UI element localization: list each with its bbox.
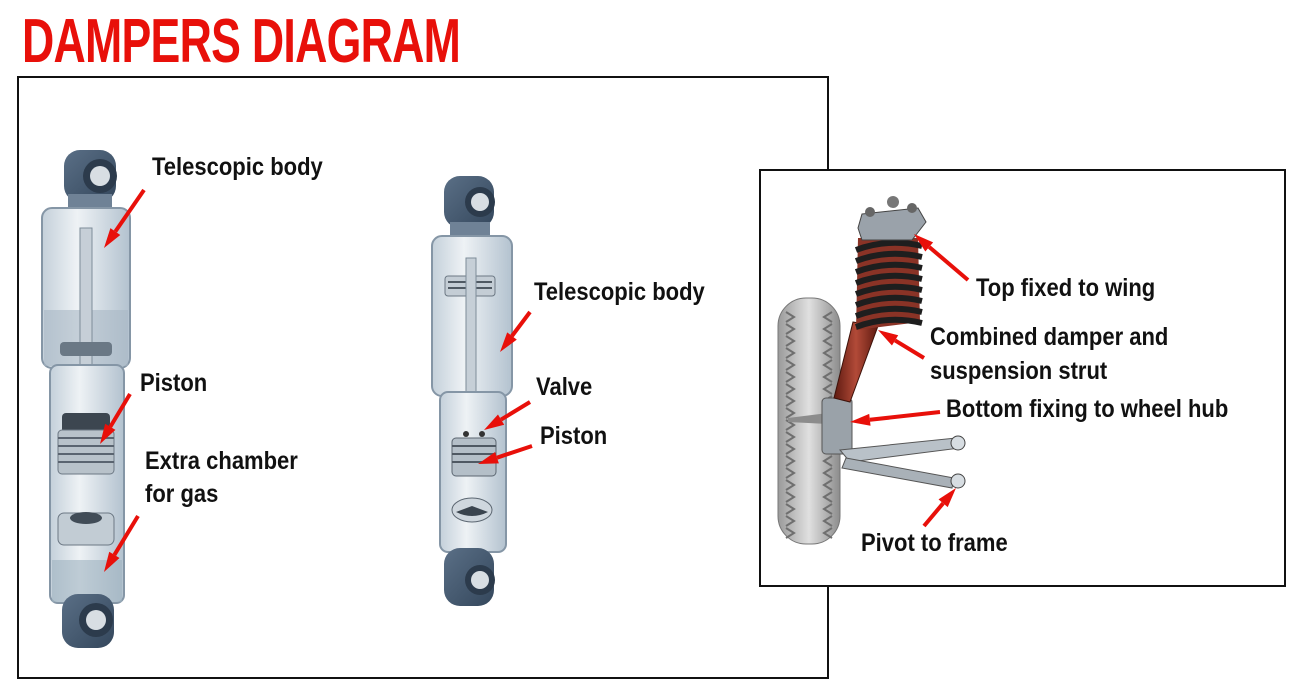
strut-top-arrow-shaft <box>927 245 970 282</box>
strut-top-mount <box>857 207 927 241</box>
strut-combined-arrow-shaft <box>894 338 926 360</box>
middle-telescopic-arrow-head <box>500 332 517 352</box>
left-extra-arrow-shaft <box>112 514 140 556</box>
label-middle-piston: Piston <box>540 422 608 450</box>
label-middle-valve: Valve <box>536 373 593 401</box>
label-pivot-frame: Pivot to frame <box>861 529 1008 557</box>
strut-tube <box>833 321 879 403</box>
strut-combined-arrow-head <box>878 330 899 346</box>
middle-valve <box>463 431 469 437</box>
left-damper-illustration <box>41 150 131 648</box>
strut-top-arrow-head <box>914 234 934 252</box>
label-left-piston: Piston <box>140 369 208 397</box>
page-title: DAMPERS DIAGRAM <box>22 7 461 76</box>
lower-wishbone <box>839 437 961 463</box>
left-telescopic-arrow-shaft <box>113 188 146 233</box>
middle-piston-arrow-head <box>478 451 499 464</box>
strut-bottom-arrow-head <box>850 413 871 426</box>
label-top-fixed: Top fixed to wing <box>976 274 1156 302</box>
middle-valve-arrow-shaft <box>500 400 532 422</box>
wheel-hub <box>821 397 853 455</box>
label-bottom-fixing: Bottom fixing to wheel hub <box>946 395 1229 423</box>
label-middle-telescopic-body: Telescopic body <box>534 278 705 306</box>
label-left-telescopic-body: Telescopic body <box>152 153 323 181</box>
label-left-extra-chamber: Extra chamber for gas <box>145 447 298 508</box>
wishbone-pivot-front <box>950 435 966 451</box>
dampers-panel <box>17 76 829 679</box>
left-piston <box>62 413 110 433</box>
strut-pivot-arrow-shaft <box>922 502 945 528</box>
left-piston-arrow-shaft <box>108 392 132 428</box>
strut-illustration <box>777 196 966 545</box>
strut-bottom-arrow-shaft <box>869 410 941 422</box>
wheel-hub-spindle <box>788 413 828 424</box>
middle-damper-illustration <box>431 176 513 606</box>
coil-spring <box>854 238 923 330</box>
left-piston-arrow-head <box>100 423 116 444</box>
callout-arrows <box>100 188 970 572</box>
left-extra-arrow-head <box>104 551 120 572</box>
middle-telescopic-arrow-shaft <box>510 310 532 338</box>
middle-valve-arrow-head <box>484 414 505 430</box>
wishbone-pivot-rear <box>950 473 966 489</box>
strut-pivot-arrow-head <box>938 488 956 508</box>
label-combined-strut: Combined damper and suspension strut <box>930 323 1169 385</box>
left-telescopic-arrow-head <box>104 228 121 248</box>
middle-piston-arrow-shaft <box>496 444 533 460</box>
